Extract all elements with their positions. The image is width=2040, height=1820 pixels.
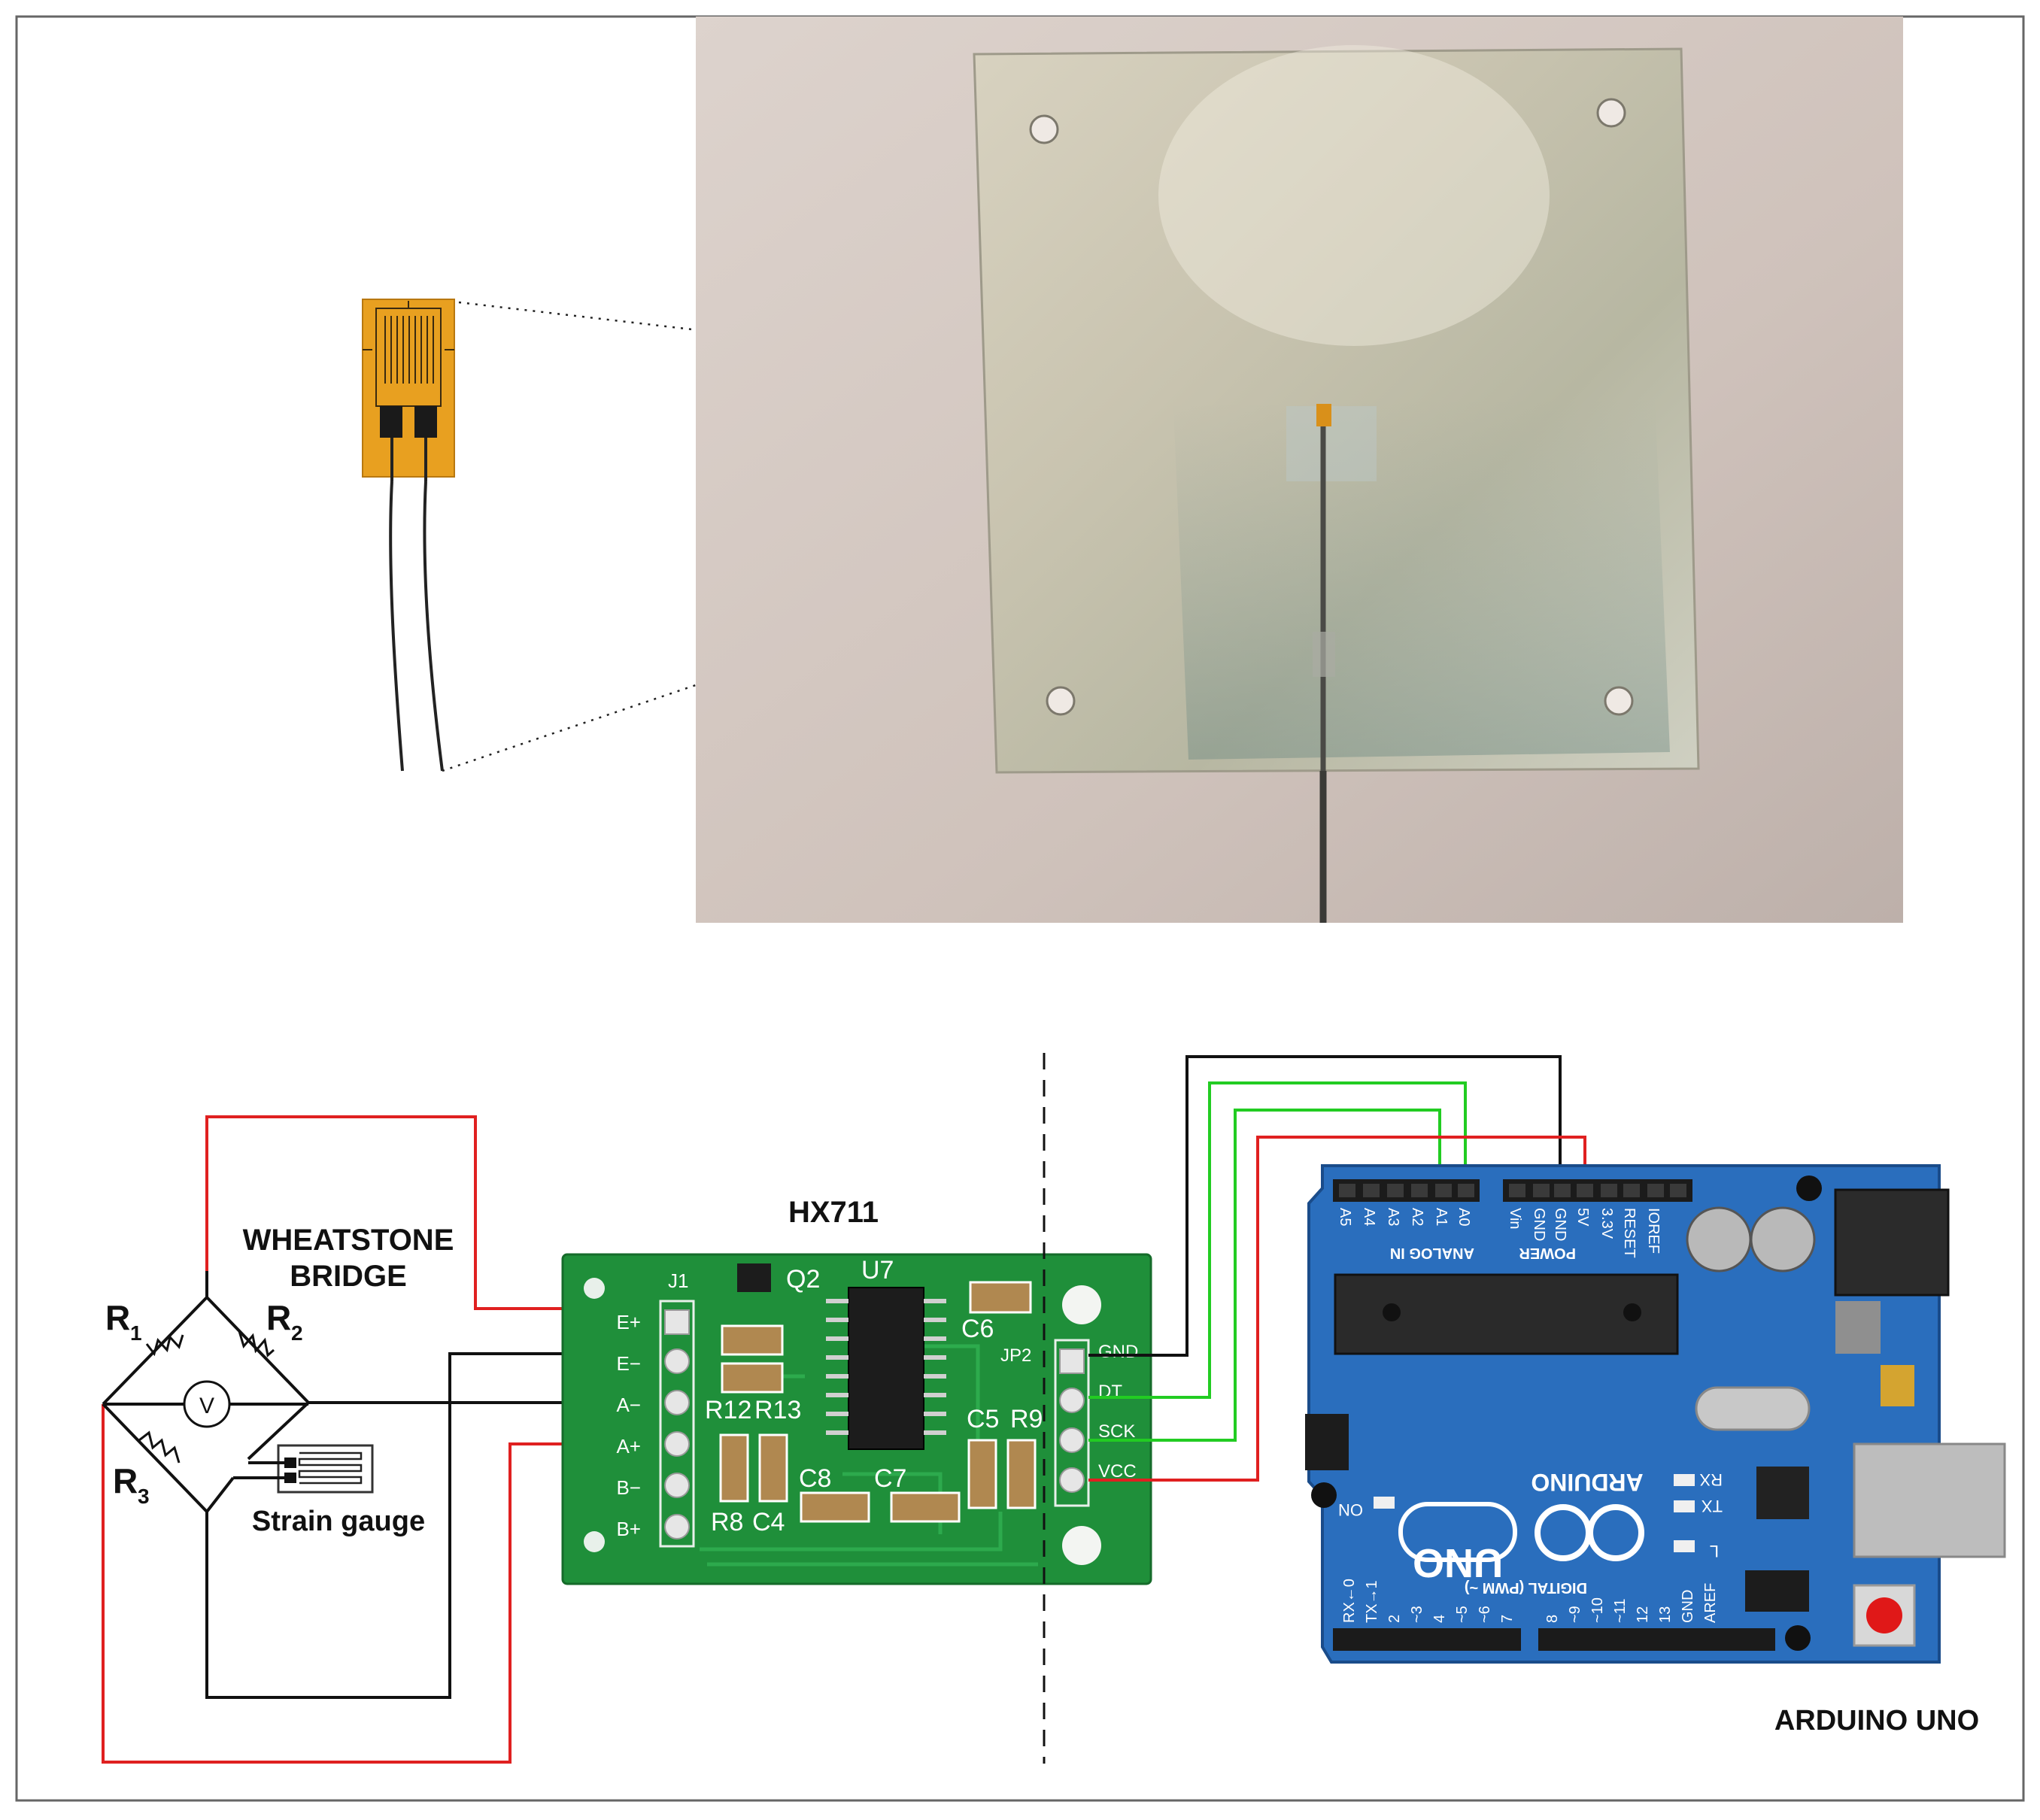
hx711-to-arduino-wiring — [1088, 1055, 1586, 1482]
arduino-model-label: UNO — [1413, 1540, 1503, 1585]
hx711-c7-label: C7 — [874, 1464, 906, 1493]
hx711-q2-label: Q2 — [786, 1265, 820, 1294]
arduino-power-label: POWER — [1519, 1245, 1576, 1261]
arduino-on-label: ON — [1338, 1500, 1363, 1519]
arduino-pin-d12: 12 — [1635, 1606, 1651, 1623]
arduino-pin-gnd2: GND — [1552, 1208, 1568, 1241]
arduino-brand-label: ARDUINO — [1531, 1469, 1643, 1496]
r2-subscript: 2 — [291, 1321, 303, 1345]
arduino-pin-a2: A2 — [1409, 1208, 1425, 1226]
hx711-r9-label: R9 — [1010, 1405, 1043, 1433]
r1-subscript: 1 — [130, 1321, 142, 1345]
arduino-uno-board: A5 A4 A3 A2 A1 A0 Vin GND GND 5V 3.3V RE… — [1305, 1164, 2006, 1664]
arduino-pin-a3: A3 — [1385, 1208, 1401, 1226]
arduino-pin-vin: Vin — [1507, 1208, 1523, 1230]
r3-label: R — [113, 1461, 138, 1500]
arduino-l-label: L — [1710, 1542, 1719, 1561]
arduino-pin-gnd3: GND — [1680, 1590, 1696, 1623]
hx711-chip — [848, 1287, 924, 1450]
hx711-pin-e-minus: E− — [616, 1352, 641, 1375]
arduino-pin-ioref: IOREF — [1645, 1208, 1662, 1254]
arduino-pin-a4: A4 — [1361, 1208, 1377, 1226]
arduino-pin-3v3: 3.3V — [1598, 1208, 1615, 1239]
strain-gauge-illustration — [362, 299, 455, 772]
voltmeter-symbol — [183, 1380, 231, 1428]
arduino-pin-d6: ~6 — [1477, 1606, 1493, 1623]
hx711-c4-label: C4 — [752, 1508, 785, 1536]
hx711-u7-label: U7 — [861, 1256, 894, 1285]
hx711-title: HX711 — [788, 1196, 879, 1229]
r3-subscript: 3 — [138, 1485, 150, 1508]
arduino-pin-d8: 8 — [1544, 1615, 1561, 1623]
arduino-rx-label: RX — [1699, 1470, 1723, 1489]
arduino-pin-d9: ~9 — [1567, 1606, 1583, 1623]
arduino-pin-d5: ~5 — [1454, 1606, 1471, 1623]
hx711-pin-b-plus: B+ — [616, 1518, 641, 1540]
arduino-pin-d11: ~11 — [1612, 1599, 1629, 1623]
wheatstone-title-line2: BRIDGE — [290, 1260, 407, 1293]
arduino-pin-a1: A1 — [1433, 1208, 1450, 1226]
wheatstone-title-line1: WHEATSTONE — [243, 1224, 454, 1257]
arduino-pin-5v: 5V — [1574, 1208, 1591, 1227]
hx711-pin-gnd: GND — [1098, 1342, 1138, 1362]
r2-label: R — [266, 1298, 291, 1337]
hx711-j1-label: J1 — [668, 1269, 688, 1292]
hx711-pin-sck: SCK — [1098, 1421, 1135, 1442]
arduino-analog-in-label: ANALOG IN — [1390, 1245, 1474, 1261]
arduino-pin-a5: A5 — [1337, 1208, 1353, 1226]
arduino-pin-d1: TX→1 — [1364, 1580, 1380, 1623]
arduino-pin-d13: 13 — [1657, 1606, 1674, 1623]
hx711-pin-a-plus: A+ — [616, 1435, 641, 1458]
arduino-pin-d10: ~10 — [1589, 1597, 1606, 1623]
hx711-pin-a-minus: A− — [616, 1394, 641, 1416]
arduino-logo — [1398, 1502, 1644, 1562]
arduino-pin-d4: 4 — [1431, 1615, 1448, 1623]
arduino-digital-label: DIGITAL (PWM ~) — [1465, 1579, 1587, 1596]
wheatstone-bridge: V WHEATSTONE BRIDGE R 1 R 2 R 3 Strain g… — [102, 1115, 666, 1764]
hx711-jp2-label: JP2 — [1000, 1345, 1031, 1366]
hx711-c5-label: C5 — [967, 1405, 999, 1433]
arduino-pin-d2: 2 — [1386, 1615, 1403, 1623]
voltmeter-label: V — [199, 1394, 214, 1418]
hx711-r8-label: R8 — [711, 1508, 743, 1536]
hx711-module: HX711 J1 E+ E− A− A+ — [561, 1196, 1152, 1585]
strain-gauge-label: Strain gauge — [252, 1506, 425, 1537]
arduino-pin-d3: ~3 — [1409, 1606, 1425, 1623]
arduino-pin-gnd1: GND — [1531, 1208, 1547, 1241]
hx711-pin-e-plus: E+ — [616, 1311, 641, 1333]
plate-photo — [696, 17, 1903, 923]
arduino-title: ARDUINO UNO — [1774, 1705, 1979, 1737]
arduino-pin-aref: AREF — [1702, 1583, 1719, 1623]
hx711-r13-label: R13 — [754, 1396, 801, 1424]
strain-gauge-symbol — [233, 1444, 374, 1494]
arduino-pin-reset: RESET — [1621, 1208, 1638, 1258]
r1-label: R — [105, 1298, 130, 1337]
hx711-c8-label: C8 — [799, 1464, 831, 1493]
arduino-pin-d7: 7 — [1499, 1615, 1516, 1623]
hx711-pin-vcc: VCC — [1098, 1461, 1137, 1482]
hx711-c6-label: C6 — [961, 1315, 994, 1343]
arduino-pin-d0: RX←0 — [1341, 1579, 1358, 1623]
arduino-pin-a0: A0 — [1456, 1208, 1472, 1226]
arduino-tx-label: TX — [1702, 1497, 1723, 1515]
hx711-pin-b-minus: B− — [616, 1476, 641, 1499]
hx711-r12-label: R12 — [705, 1396, 751, 1424]
